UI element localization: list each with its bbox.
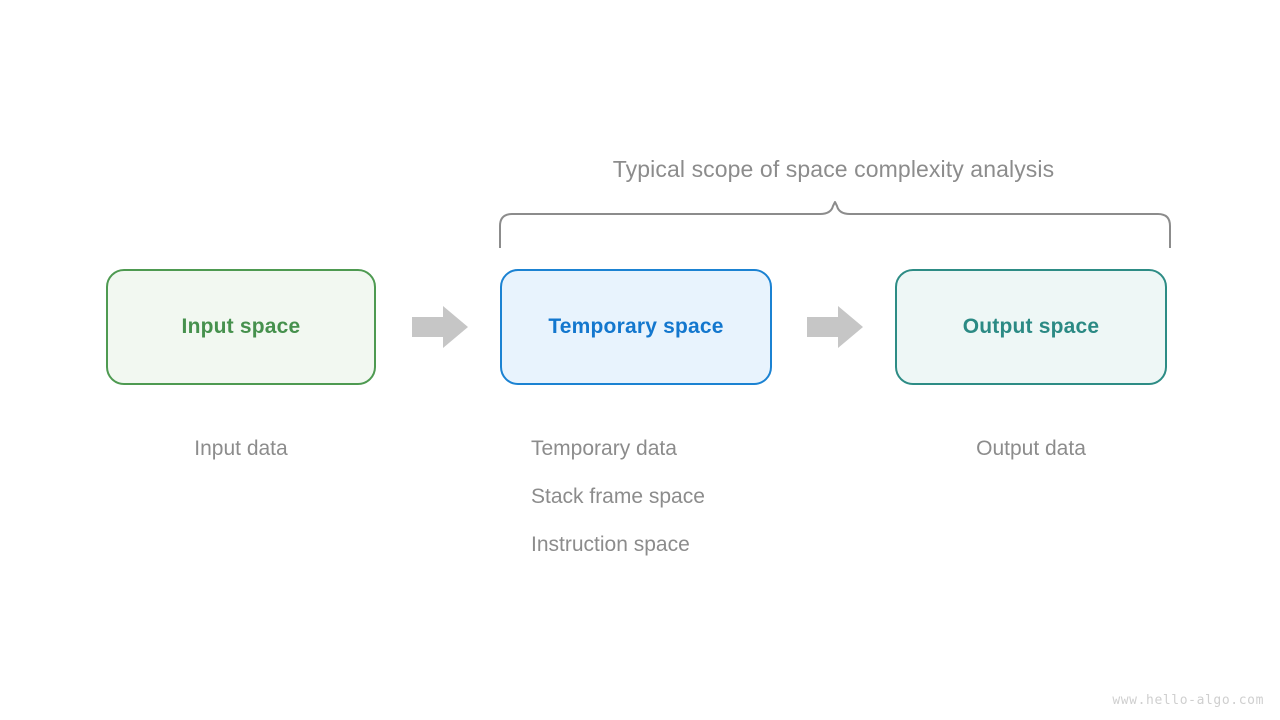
caption-line: Instruction space bbox=[531, 533, 690, 556]
caption-line: Input data bbox=[194, 437, 288, 460]
caption-group-output: Output data bbox=[895, 425, 1167, 473]
box-output-space: Output space bbox=[895, 269, 1167, 385]
caption-line: Stack frame space bbox=[531, 485, 705, 508]
box-temporary-space: Temporary space bbox=[500, 269, 772, 385]
box-temporary-space-label: Temporary space bbox=[548, 315, 724, 338]
scope-brace-icon bbox=[499, 201, 1171, 248]
scope-title: Typical scope of space complexity analys… bbox=[612, 156, 1055, 182]
caption-group-input: Input data bbox=[106, 425, 376, 473]
box-output-space-label: Output space bbox=[962, 315, 1100, 338]
arrow-right-icon-input-to-temporary bbox=[412, 306, 468, 348]
box-input-space-label: Input space bbox=[181, 315, 301, 338]
caption-group-temporary: Temporary data Stack frame space Instruc… bbox=[531, 425, 705, 569]
watermark: www.hello-algo.com bbox=[1112, 693, 1264, 708]
caption-line: Output data bbox=[976, 437, 1086, 460]
arrow-right-icon-temporary-to-output bbox=[807, 306, 863, 348]
box-input-space: Input space bbox=[106, 269, 376, 385]
caption-line: Temporary data bbox=[531, 437, 677, 460]
